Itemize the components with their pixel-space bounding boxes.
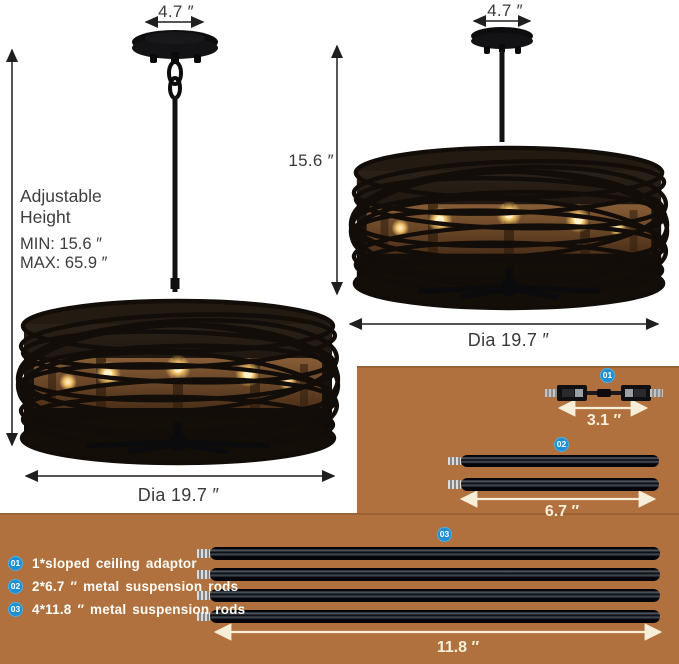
legend-item-adaptor: 01 1*sloped ceiling adaptor bbox=[8, 555, 197, 571]
rod-body bbox=[210, 547, 660, 560]
suspension-rod-long bbox=[197, 547, 660, 560]
legend-badge-01: 01 bbox=[8, 555, 23, 571]
rod-body bbox=[461, 478, 659, 491]
pendant-light-right bbox=[341, 27, 679, 314]
suspension-rod-short bbox=[448, 478, 659, 491]
long-rods-badge: 03 bbox=[437, 527, 452, 542]
right-canopy-width-label: 4.7 ″ bbox=[487, 1, 523, 20]
adaptor-badge: 01 bbox=[600, 368, 615, 383]
suspension-rod-long bbox=[197, 568, 660, 581]
rod-body bbox=[461, 455, 659, 467]
left-canopy-width-label: 4.7 ″ bbox=[158, 2, 194, 21]
rod-tip bbox=[197, 590, 210, 601]
rod-tip bbox=[197, 611, 210, 622]
long-rod-length-label: 11.8 ″ bbox=[436, 639, 480, 656]
adjustable-height-block: Adjustable Height MIN: 15.6 ″ MAX: 65.9 … bbox=[20, 186, 107, 273]
parts-panel-right bbox=[357, 366, 679, 516]
legend-badge-03: 03 bbox=[8, 601, 23, 617]
suspension-rod-long bbox=[197, 610, 660, 623]
suspension-rod-long bbox=[197, 589, 660, 602]
adjustable-height-line1: Adjustable bbox=[20, 186, 102, 206]
rod-body bbox=[210, 589, 660, 602]
max-height-label: MAX: 65.9 ″ bbox=[20, 254, 108, 272]
legend-item-short-rods: 02 2*6.7 ″ metal suspension rods bbox=[8, 578, 238, 594]
adjustable-height-line2: Height bbox=[20, 207, 71, 227]
suspension-rod-short bbox=[448, 455, 659, 467]
legend-item-long-rods: 03 4*11.8 ″ metal suspension rods bbox=[8, 601, 245, 617]
legend-text-long-rods: 4*11.8 ″ metal suspension rods bbox=[32, 601, 246, 617]
legend-text-adaptor: 1*sloped ceiling adaptor bbox=[32, 555, 197, 571]
legend-text-short-rods: 2*6.7 ″ metal suspension rods bbox=[32, 578, 239, 594]
legend-badge-02: 02 bbox=[8, 578, 23, 594]
rod-body bbox=[210, 610, 660, 623]
rod-tip bbox=[448, 456, 461, 466]
min-height-label: MIN: 15.6 ″ bbox=[20, 235, 102, 253]
adaptor-length-label: 3.1 ″ bbox=[586, 412, 622, 429]
rod-tip bbox=[197, 548, 210, 559]
left-diameter-label: Dia 19.7 ″ bbox=[137, 485, 220, 505]
rod-tip bbox=[197, 569, 210, 580]
rod-tip bbox=[448, 479, 461, 490]
right-diameter-label: Dia 19.7 ″ bbox=[467, 330, 550, 350]
short-rod-length-label: 6.7 ″ bbox=[544, 503, 580, 520]
short-rods-badge: 02 bbox=[554, 437, 569, 452]
right-height-label: 15.6 ″ bbox=[288, 151, 334, 170]
rod-body bbox=[210, 568, 660, 581]
